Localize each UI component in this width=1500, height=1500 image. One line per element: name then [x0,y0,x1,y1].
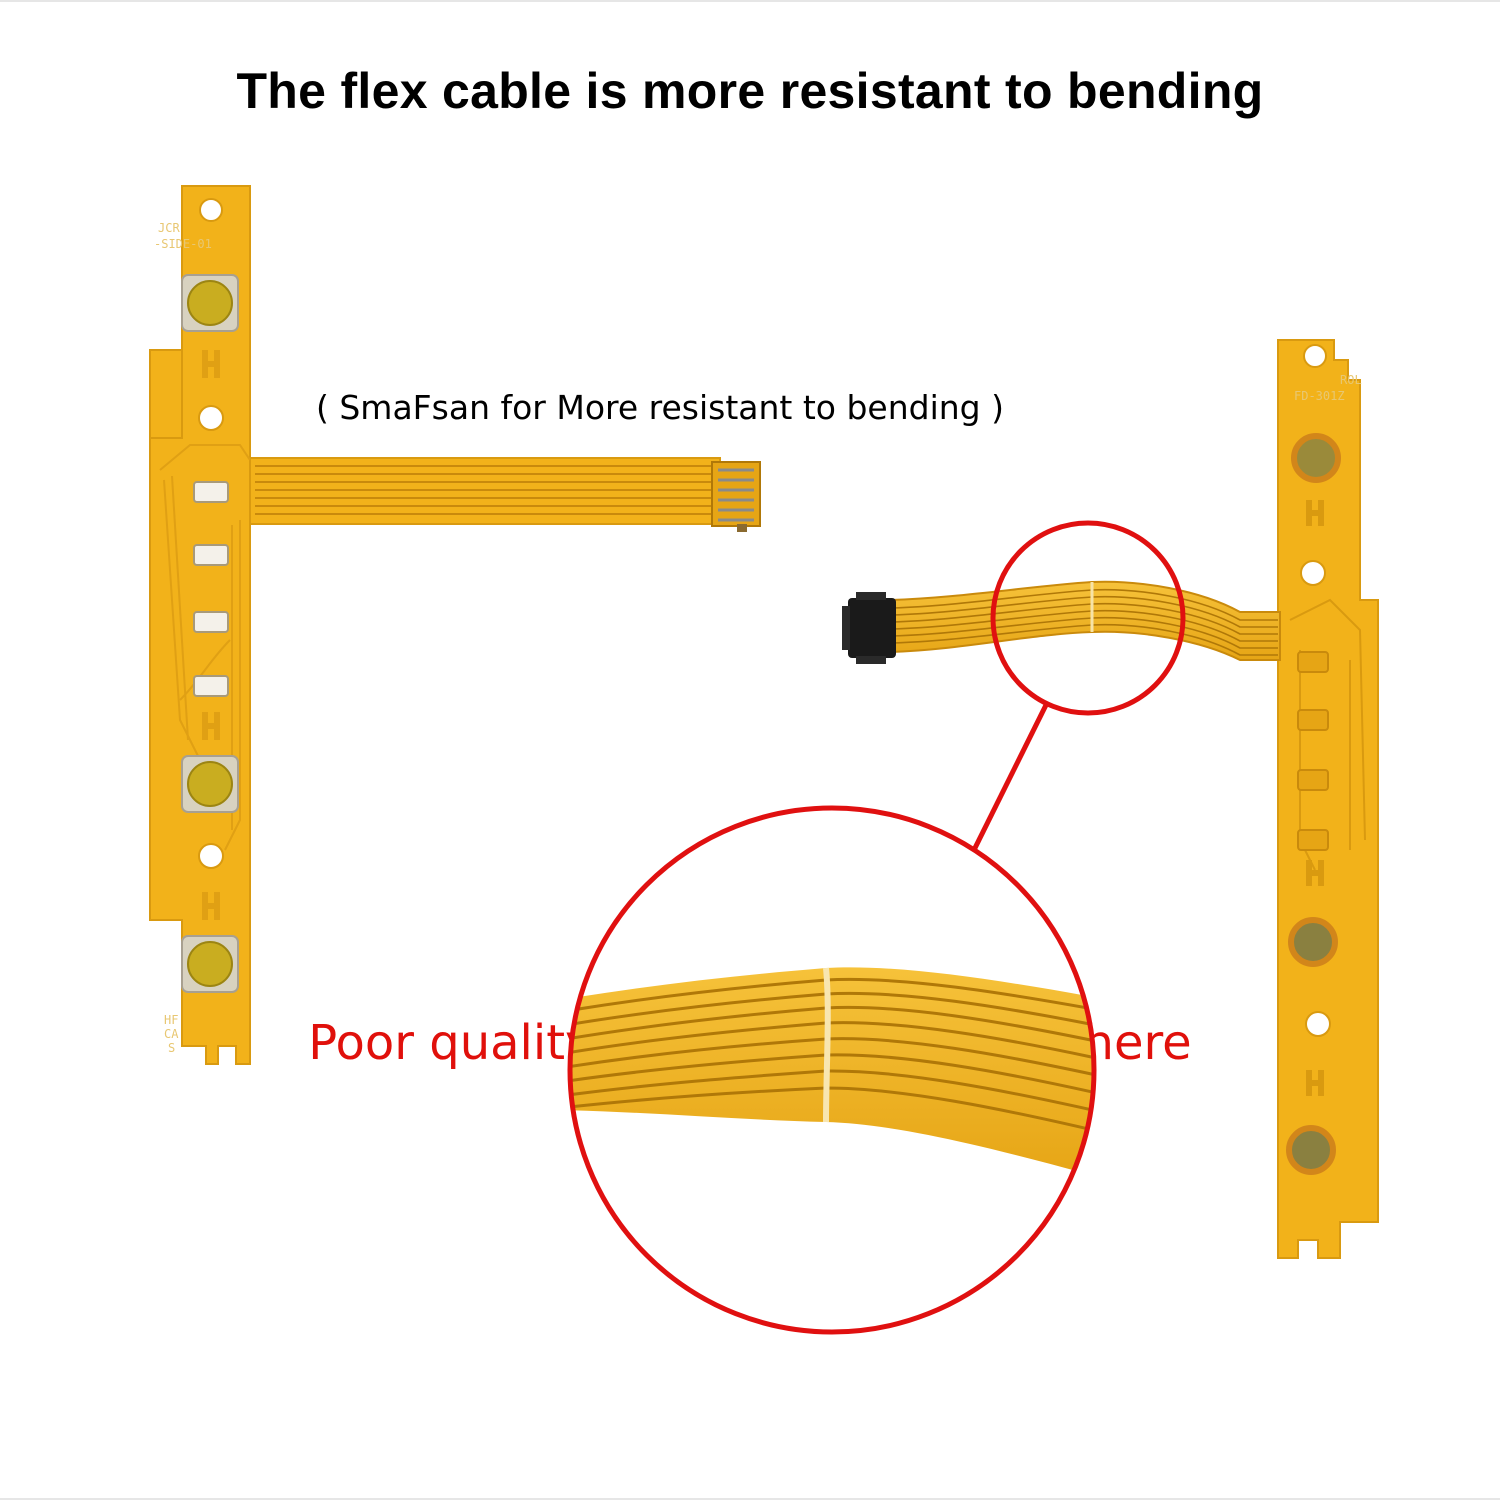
headline: The flex cable is more resistant to bend… [236,63,1264,119]
left-pads [202,350,220,920]
left-mount-hole-2 [198,405,224,431]
left-button-3 [181,935,239,993]
right-bent-ribbon [889,580,1281,661]
left-mount-hole-1 [199,198,223,222]
left-silk-bottom-2: CA [164,1027,179,1041]
left-button-1 [181,274,239,332]
left-silk-bottom-3: S [168,1041,175,1055]
left-silk-bottom-1: HF [164,1013,178,1027]
right-mount-hole-3 [1305,1011,1331,1037]
right-flex-board: ROL FD-301Z [1277,339,1379,1259]
right-mount-hole-2 [1300,560,1326,586]
left-button-2 [181,755,239,813]
right-button-3 [1286,1125,1336,1175]
right-silk-line-1: ROL [1340,373,1362,387]
right-silk-line-2: FD-301Z [1294,389,1345,403]
black-connector [842,592,896,664]
left-connector-pins [718,468,754,522]
highlight-circle-large [567,805,1097,1335]
left-flex-board: JCR -SIDE-01 HF CA S [149,185,761,1065]
left-silk-line-2: -SIDE-01 [154,237,212,251]
callout-line [972,703,1049,850]
right-pads [1306,500,1324,1096]
right-button-2 [1288,917,1338,967]
caption: ( SmaFsan for More resistant to bending … [316,388,1004,427]
highlight-circle-small [990,520,1186,716]
left-mount-hole-3 [198,843,224,869]
zoom-magnifier [567,805,1097,1335]
left-connector-tip [711,461,761,527]
left-silk-line-1: JCR [158,221,180,235]
left-ribbon-traces [255,465,716,515]
right-leds [1297,651,1329,851]
right-button-1 [1291,433,1341,483]
right-mount-hole-1 [1303,344,1327,368]
left-leds [193,481,229,697]
